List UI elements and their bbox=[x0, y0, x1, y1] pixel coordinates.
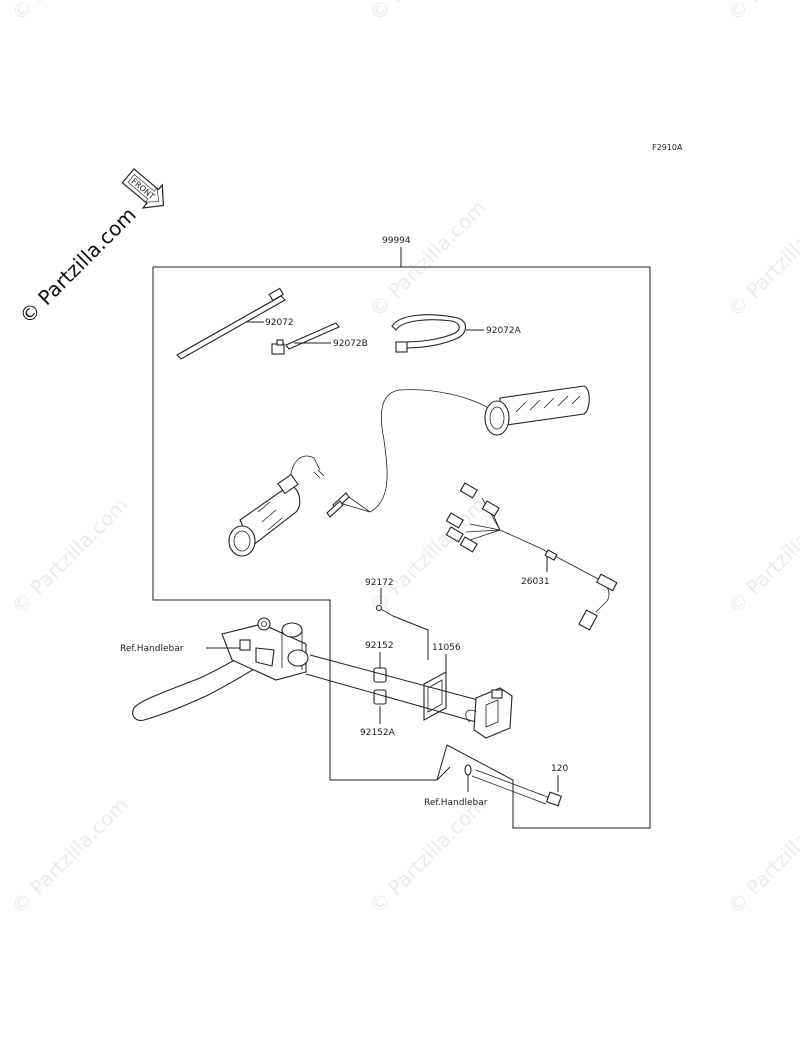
watermark: © Partzilla.com bbox=[7, 492, 133, 618]
part-label-99994: 99994 bbox=[382, 236, 411, 246]
heated-grip-left bbox=[228, 455, 325, 557]
part-label-92072B: 92072B bbox=[333, 339, 368, 349]
leader-line bbox=[392, 615, 429, 660]
watermark-layer: © Partzilla.com © Partzilla.com © Partzi… bbox=[7, 0, 800, 919]
watermark: © Partzilla.com bbox=[365, 195, 491, 321]
bolt-120 bbox=[471, 769, 563, 807]
watermark: © Partzilla.com bbox=[365, 492, 491, 618]
cable-tie-92072 bbox=[176, 287, 286, 360]
switch-unit bbox=[465, 687, 513, 739]
part-label-92152A: 92152A bbox=[360, 728, 396, 738]
ref-handlebar-bottom-label: Ref.Handlebar bbox=[424, 798, 488, 808]
watermark: © Partzilla.com bbox=[365, 0, 491, 26]
part-label-92072: 92072 bbox=[265, 318, 294, 328]
alignment-line bbox=[305, 673, 477, 723]
part-label-92152: 92152 bbox=[365, 641, 394, 651]
screw-92172 bbox=[375, 604, 394, 617]
part-label-11056: 11056 bbox=[432, 643, 461, 653]
watermark: © Partzilla.com bbox=[723, 0, 800, 26]
assembly-frame bbox=[152, 266, 651, 829]
alignment-line bbox=[309, 654, 479, 701]
part-label-92172: 92172 bbox=[365, 578, 394, 588]
part-label-26031: 26031 bbox=[521, 577, 550, 587]
washer bbox=[464, 764, 472, 776]
watermark: © Partzilla.com bbox=[723, 792, 800, 918]
wiring-harness-26031 bbox=[445, 482, 618, 631]
part-label-92072A: 92072A bbox=[486, 326, 522, 336]
part-label-120: 120 bbox=[551, 764, 568, 774]
diagram-code: F2910A bbox=[652, 143, 683, 152]
heated-grip-right bbox=[326, 385, 590, 518]
collar-92152A bbox=[373, 689, 387, 705]
frame-join bbox=[436, 766, 451, 781]
watermark: © Partzilla.com bbox=[7, 0, 133, 26]
ref-handlebar-left-label: Ref.Handlebar bbox=[120, 644, 184, 654]
watermark: © Partzilla.com bbox=[365, 792, 491, 918]
clutch-lever-assembly bbox=[132, 617, 309, 721]
watermark: © Partzilla.com bbox=[7, 792, 133, 918]
watermark: © Partzilla.com bbox=[723, 195, 800, 321]
watermark: © Partzilla.com bbox=[723, 492, 800, 618]
cable-tie-92072A bbox=[391, 314, 467, 353]
brand-label: © Partzilla.com bbox=[15, 202, 141, 328]
bracket-11056 bbox=[423, 671, 447, 721]
